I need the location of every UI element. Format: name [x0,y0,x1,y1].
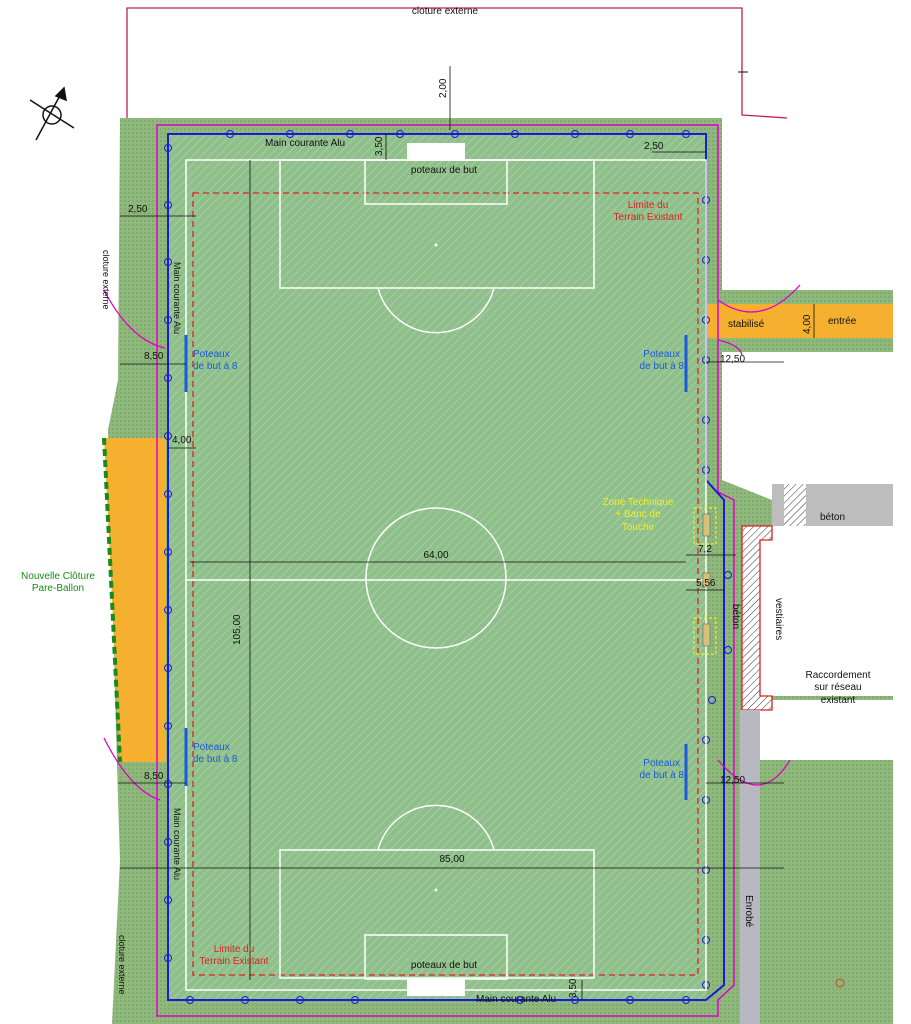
field-limit-top-label-2: Terrain Existant [614,212,683,223]
existing-field-limit [192,192,699,976]
external-fence-outline [126,7,788,120]
dim-2-00: 2,00 [438,78,449,98]
dim-4-00-left: 4,00 [172,435,192,446]
handrail-bottom-label: Main courante Alu [476,994,556,1005]
new-fence-zone [104,438,166,762]
dim-2-50-left: 2,50 [128,204,148,215]
dim-3-50-top: 3,50 [374,136,385,156]
locker-room-label: vestiaires [773,598,784,640]
enrobe-label: Enrobé [743,895,754,928]
goal8-top-left-label-1: Poteaux [193,349,230,360]
gate-swings [103,284,801,801]
field-limit-bottom-label-2: Terrain Existant [200,956,269,967]
external-fence-left-top-label: cloture externe [101,250,111,310]
field-limit-top-label-1: Limite du [628,200,669,211]
dim-8-50-top: 8,50 [144,351,164,362]
dim-12-50-bottom: 12,50 [720,775,745,786]
technical-zone [693,507,717,655]
stabilise-label: stabilisé [728,319,765,330]
goal8-top-right-label-2: de but à 8 [640,361,685,372]
goal-top-label: poteaux de but [411,165,477,176]
new-fence-label-1: Nouvelle Clôture [21,571,95,582]
goal8-bottom-right-label-1: Poteaux [643,758,680,769]
handrail-top-label: Main courante Alu [265,138,345,149]
goal8-bottom-right-label-2: de but à 8 [640,770,685,781]
technical-zone-label-1: Zone Technique [603,497,674,508]
handrail-posts [164,130,732,1004]
dim-85-00: 85,00 [439,854,464,865]
dim-4-00-entrance: 4,00 [802,314,813,334]
dim-3-50-bottom: 3,50 [568,978,579,998]
new-fence-line [102,437,122,763]
goal8-bottom-left-label-2: de but à 8 [193,754,238,765]
connection-label-1: Raccordement [805,670,870,681]
external-fence-top-label: cloture externe [412,6,479,17]
concrete-side-label: béton [730,604,741,629]
entrance-label: entrée [828,316,857,327]
dimension-lines [118,66,815,1000]
technical-zone-label-3: Touche [622,522,655,533]
dim-64-00: 64,00 [423,550,448,561]
goal-bottom-label: poteaux de but [411,960,477,971]
goal8-bottom-left-label-1: Poteaux [193,742,230,753]
goal8-top-right-label-1: Poteaux [643,349,680,360]
dim-5-56: 5,56 [696,578,716,589]
dim-7-2: 7,2 [698,544,712,555]
goal-top [407,143,465,160]
external-fence-left-bottom-label: cloture externe [117,935,127,995]
pitch [168,134,706,1000]
field-limit-bottom-label-1: Limite du [214,944,255,955]
concrete-top-label: béton [820,512,845,523]
goal-posts-8 [184,335,688,800]
vestiaires-area [742,526,911,696]
goal-bottom [407,979,465,996]
connection-label-2: sur réseau [814,682,861,693]
handrail-left-bottom-label: Main courante Alu [172,808,182,880]
dim-2-50-right: 2,50 [644,141,664,152]
technical-zone-label-2: + Banc de [615,509,661,520]
dim-8-50-bottom: 8,50 [144,771,164,782]
new-fence-label-2: Pare-Ballon [32,583,84,594]
connection-label-3: existant [821,695,856,706]
handrail-left-top-label: Main courante Alu [172,262,182,334]
magenta-fence [156,124,735,1017]
goal8-top-left-label-2: de but à 8 [193,361,238,372]
dim-12-50-top: 12,50 [720,354,745,365]
north-arrow-icon [29,86,75,141]
dim-105-00: 105,00 [232,614,243,645]
enrobe-road [740,710,760,1024]
